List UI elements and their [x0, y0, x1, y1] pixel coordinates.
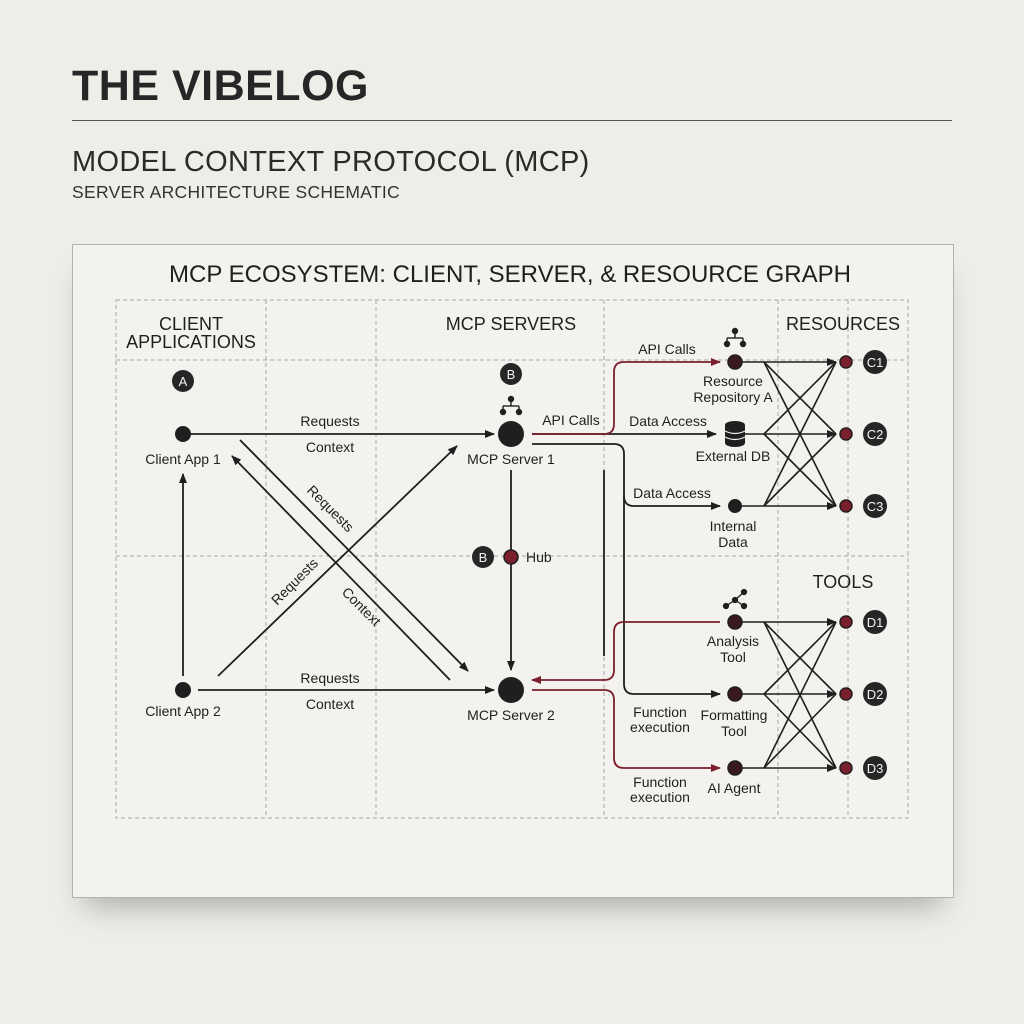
endpoint-d1[interactable]: D1 [839, 610, 887, 634]
client-server-edges [179, 430, 515, 694]
column-header-resources: RESOURCES [786, 314, 900, 334]
endpoint-c3[interactable]: C3 [839, 494, 887, 518]
diagram-title: MCP ECOSYSTEM: CLIENT, SERVER, & RESOURC… [169, 261, 851, 288]
cross-connections [742, 358, 837, 772]
brand-logo: THE VIBELOG [72, 62, 369, 110]
node-formatting-tool[interactable] [727, 686, 743, 702]
edge-label-function-exec-1-line2: execution [630, 719, 690, 735]
node-label-client-app-2: Client App 2 [145, 703, 221, 719]
node-label-repo: Resource [703, 373, 763, 389]
column-header-clients: CLIENT [159, 314, 223, 334]
node-analysis-tool[interactable] [727, 614, 743, 630]
endpoint-d3[interactable]: D3 [839, 756, 887, 780]
svg-text:A: A [179, 374, 188, 389]
svg-text:B: B [507, 367, 516, 382]
badge-b-hub: B [472, 546, 494, 568]
column-header-clients-line2: APPLICATIONS [126, 332, 256, 352]
badge-b: B [500, 363, 522, 385]
node-label-mcp-server-1: MCP Server 1 [467, 451, 555, 467]
edge-label-requests-diag-up: Requests [268, 555, 321, 608]
node-label-external-db: External DB [696, 448, 771, 464]
svg-text:B: B [479, 550, 488, 565]
column-header-tools: TOOLS [813, 572, 874, 592]
node-client-app-1[interactable] [175, 426, 191, 442]
node-label-analysis-line2: Tool [720, 649, 746, 665]
node-label-internal-line2: Data [718, 534, 748, 550]
endpoint-c2[interactable]: C2 [839, 422, 887, 446]
badge-a: A [172, 370, 194, 392]
svg-text:C2: C2 [867, 427, 884, 442]
edge-label-api-calls-repo: API Calls [638, 341, 696, 357]
header-divider [72, 120, 952, 121]
node-label-ai-agent: AI Agent [708, 780, 761, 796]
node-mcp-server-2[interactable] [498, 677, 524, 703]
svg-text:C1: C1 [867, 355, 884, 370]
edge-label-function-exec-2-line2: execution [630, 789, 690, 805]
edge-label-data-access-db: Data Access [629, 413, 707, 429]
diagram-sheet [72, 244, 954, 898]
edge-label-context-bottom: Context [306, 696, 354, 712]
hierarchy-icon [723, 327, 747, 348]
column-header-servers: MCP SERVERS [446, 314, 576, 334]
node-label-internal: Internal [710, 518, 757, 534]
node-resource-repository-a[interactable] [727, 354, 743, 370]
node-ai-agent[interactable] [727, 760, 743, 776]
node-label-analysis: Analysis [707, 633, 759, 649]
node-label-formatting-line2: Tool [721, 723, 747, 739]
hierarchy-icon [499, 395, 523, 416]
node-mcp-server-1[interactable] [498, 421, 524, 447]
network-icon [722, 588, 748, 610]
edge-label-requests-bottom: Requests [300, 670, 359, 686]
endpoint-d2[interactable]: D2 [839, 682, 887, 706]
edge-label-context-top: Context [306, 439, 354, 455]
edge-label-function-exec-1: Function [633, 704, 687, 720]
svg-text:D1: D1 [867, 615, 884, 630]
node-client-app-2[interactable] [175, 682, 191, 698]
edge-label-requests-diag-down: Requests [304, 482, 357, 535]
node-label-client-app-1: Client App 1 [145, 451, 221, 467]
node-label-formatting: Formatting [701, 707, 768, 723]
page-subtitle: SERVER ARCHITECTURE SCHEMATIC [72, 182, 400, 202]
edge-label-function-exec-2: Function [633, 774, 687, 790]
accent-edges [531, 358, 721, 772]
svg-text:D2: D2 [867, 687, 884, 702]
edge-label-requests-top: Requests [300, 413, 359, 429]
edge-label-api-calls-server: API Calls [542, 412, 600, 428]
svg-text:D3: D3 [867, 761, 884, 776]
node-internal-data[interactable] [728, 499, 742, 513]
node-hub[interactable] [503, 549, 519, 565]
node-label-mcp-server-2: MCP Server 2 [467, 707, 555, 723]
database-icon[interactable] [724, 421, 746, 447]
endpoint-c1[interactable]: C1 [839, 350, 887, 374]
node-label-hub: Hub [526, 549, 552, 565]
node-label-repo-line2: Repository A [693, 389, 773, 405]
server-downstream-edges [532, 430, 721, 698]
svg-text:C3: C3 [867, 499, 884, 514]
page-title: MODEL CONTEXT PROTOCOL (MCP) [72, 146, 590, 178]
edge-label-data-access-internal: Data Access [633, 485, 711, 501]
